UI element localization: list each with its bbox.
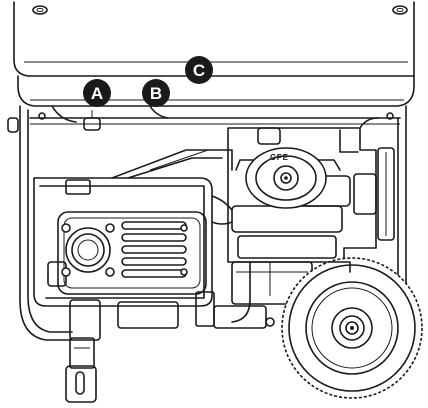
alternator-vents xyxy=(121,221,187,278)
hoses xyxy=(211,117,379,323)
callout-b-label: B xyxy=(150,84,162,103)
callout-a: A xyxy=(83,79,111,107)
callout-c-label: C xyxy=(193,61,205,80)
engine-marking: CFE xyxy=(270,153,289,162)
wheel xyxy=(281,257,423,399)
axle-bracket xyxy=(329,261,351,273)
alternator xyxy=(33,177,213,307)
callout-b: B xyxy=(142,79,170,107)
top-bolt-right xyxy=(392,5,408,15)
duct xyxy=(111,149,233,179)
top-bolt-left xyxy=(32,5,48,15)
fuel-tank-fittings xyxy=(51,105,169,131)
alternator-end-cap xyxy=(65,227,111,273)
callout-a-label: A xyxy=(91,84,103,103)
support-leg xyxy=(65,299,101,403)
flywheel-cover xyxy=(245,147,327,209)
bolt-icon xyxy=(61,223,188,277)
top-cover xyxy=(13,1,415,107)
callout-c: C xyxy=(185,56,213,84)
